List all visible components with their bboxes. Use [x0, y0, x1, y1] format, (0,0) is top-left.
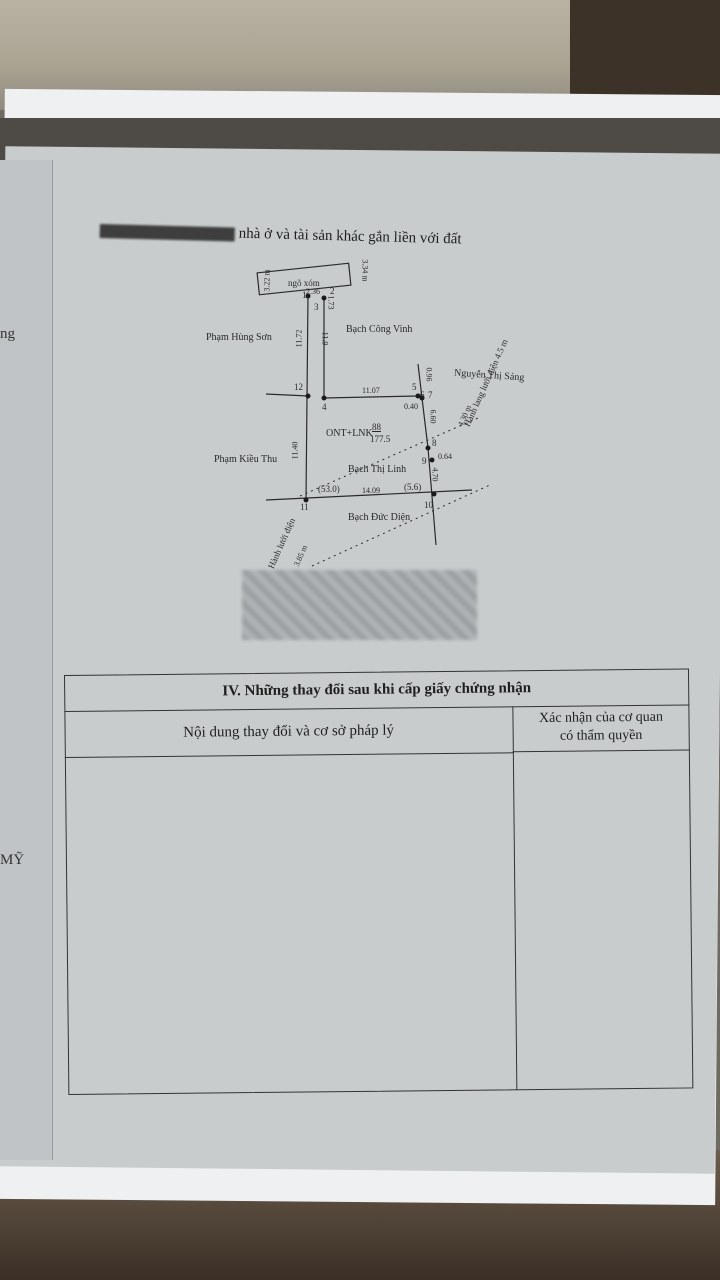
boundary-line: [431, 495, 437, 546]
point-label: 9: [422, 456, 427, 466]
length-label: 11.07: [362, 386, 380, 395]
sub-area: (53.0): [318, 484, 340, 494]
parcel-code: ONT+LNK: [326, 428, 373, 439]
length-label: 4.70: [430, 467, 440, 482]
column-header-confirmation: Xác nhận của cơ quan có thẩm quyền: [512, 704, 690, 753]
length-label: 11.40: [290, 441, 300, 460]
length-label: 6.60: [428, 409, 438, 424]
changes-table: IV. Những thay đổi sau khi cấp giấy chứn…: [64, 668, 694, 1095]
column-header-line: Xác nhận của cơ quan: [538, 709, 664, 727]
point-label: 11: [300, 502, 309, 512]
parcel-number: 88: [372, 422, 381, 432]
length-label: 11.72: [294, 329, 304, 348]
road-box: [256, 262, 352, 296]
certificate-left-page-edge: [0, 160, 53, 1160]
left-edge-fragment: ng: [0, 326, 15, 342]
survey-point: [305, 393, 311, 399]
neighbor-label: Bạch Đức Diện: [348, 512, 411, 523]
point-label: 4: [322, 402, 327, 412]
blurred-region: [242, 570, 477, 640]
boundary-line: [265, 489, 473, 501]
length-label: 0.96: [424, 367, 434, 382]
length-label: 14.09: [362, 486, 380, 495]
survey-point: [429, 457, 435, 463]
point-label: 8: [432, 438, 437, 448]
survey-point: [321, 395, 327, 401]
survey-point: [415, 393, 421, 399]
survey-point: [303, 497, 309, 503]
point-label: 10: [424, 500, 433, 510]
point-label: 1: [302, 290, 307, 300]
length-label: 3.22 m: [262, 269, 272, 292]
point-label: 7: [428, 390, 433, 400]
sub-area: (5.6): [404, 482, 422, 492]
survey-point: [425, 445, 431, 451]
column-header-content: Nội dung thay đổi và cơ sở pháp lý: [64, 706, 514, 758]
boundary-line: [427, 447, 433, 497]
road-label: ngõ xóm: [288, 278, 320, 288]
length-label: 1.73: [326, 295, 336, 310]
boundary-line: [323, 395, 419, 399]
survey-point: [305, 293, 311, 299]
boundary-line: [265, 393, 309, 397]
boundary-line: [421, 397, 429, 449]
corridor-line: [299, 417, 479, 497]
parcel-area: 177.5: [370, 434, 391, 444]
length-label: 2.36: [306, 287, 320, 296]
neighbor-label: Phạm Kiều Thu: [214, 454, 278, 465]
point-label: 12: [294, 382, 303, 392]
length-label: 3.34 m: [360, 259, 370, 282]
length-label: 0.40: [404, 402, 418, 411]
point-label: 5: [412, 382, 417, 392]
left-edge-fragment: MỸ: [0, 852, 25, 868]
point-label: 2: [330, 286, 335, 296]
neighbor-label: Bạch Công Vinh: [346, 324, 413, 335]
survey-point: [321, 295, 327, 301]
column-header-line: có thẩm quyền: [559, 727, 643, 744]
point-label: 3: [314, 302, 319, 312]
length-label: 0.64: [438, 452, 452, 461]
point-label: 6: [420, 390, 425, 400]
survey-point: [419, 395, 425, 401]
neighbor-label: Bạch Thị Linh: [348, 464, 407, 475]
length-label: 11.9: [320, 331, 330, 346]
boundary-line: [417, 363, 423, 399]
survey-point: [431, 491, 437, 497]
neighbor-label: Phạm Hùng Sơn: [206, 332, 272, 343]
